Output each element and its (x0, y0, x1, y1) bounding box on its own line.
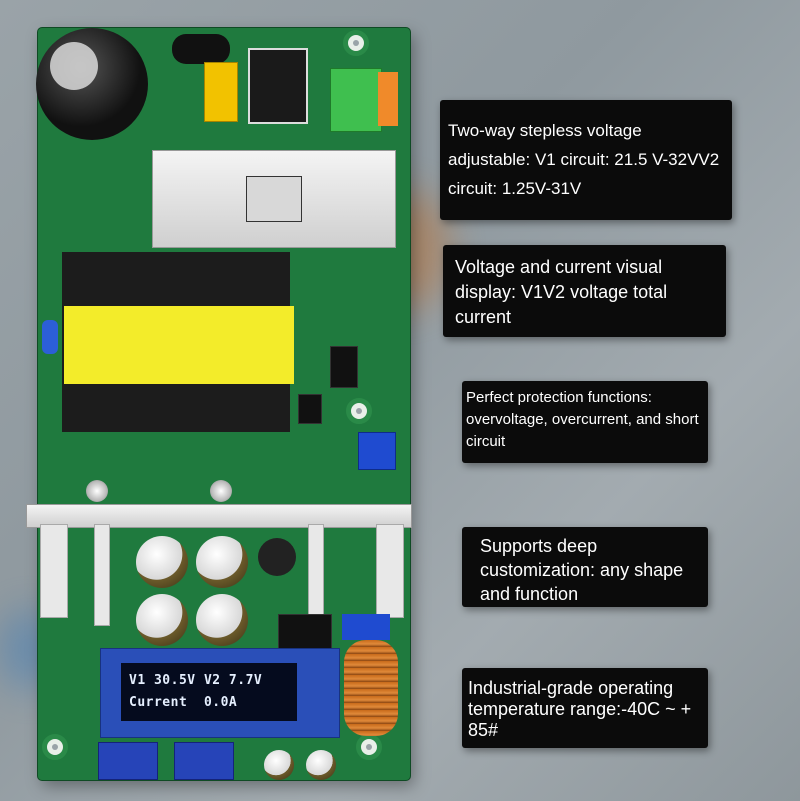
blue-terminal-block (98, 742, 158, 780)
power-supply-board (26, 28, 412, 780)
electrolytic-capacitor (36, 28, 148, 140)
callout-text: Two-way stepless voltage adjustable: V1 … (448, 121, 720, 198)
black-inductor (258, 538, 296, 576)
oled-screen: V1 30.5V V2 7.7V Current 0.0A (121, 663, 297, 721)
ic-chip (278, 614, 332, 654)
bottom-heatsink (26, 504, 412, 528)
output-capacitor (196, 536, 248, 588)
copper-inductor (344, 640, 398, 736)
mounting-hole (346, 398, 372, 424)
small-capacitor (306, 750, 336, 780)
capacitor-stripe (50, 42, 98, 90)
mounting-hole (343, 30, 369, 56)
output-capacitor (196, 594, 248, 646)
green-terminal-block (330, 68, 382, 132)
oled-line-current: Current 0.0A (129, 695, 238, 710)
screw (210, 480, 232, 502)
output-capacitor (136, 594, 188, 646)
heatsink-fin (308, 524, 324, 626)
callout-temperature: Industrial-grade operating temperature r… (462, 668, 708, 748)
transformer-tape (64, 306, 294, 384)
orange-connector (378, 72, 398, 126)
blue-potentiometer (358, 432, 396, 470)
oled-display-module: V1 30.5V V2 7.7V Current 0.0A (100, 648, 340, 738)
callout-customization: Supports deep customization: any shape a… (462, 527, 708, 607)
callout-visual-display: Voltage and current visual display: V1V2… (443, 245, 726, 337)
common-mode-choke (248, 48, 308, 124)
heatsink-fin (376, 524, 404, 618)
blue-potentiometer (342, 614, 390, 640)
blue-capacitor (42, 320, 58, 354)
ic-chip (298, 394, 322, 424)
heatsink-fin (94, 524, 110, 626)
callout-text: Supports deep customization: any shape a… (480, 536, 684, 604)
mounting-hole (42, 734, 68, 760)
black-component (172, 34, 230, 64)
mounting-hole (356, 734, 382, 760)
callout-text: Voltage and current visual display: V1V2… (455, 257, 668, 327)
output-capacitor (136, 536, 188, 588)
yellow-capacitor (204, 62, 238, 122)
blue-terminal-block (174, 742, 234, 780)
oled-line-voltage: V1 30.5V V2 7.7V (129, 673, 263, 688)
callout-protection: Perfect protection functions: overvoltag… (462, 381, 708, 463)
small-capacitor (264, 750, 294, 780)
screw (86, 480, 108, 502)
callout-text: Industrial-grade operating temperature r… (468, 678, 692, 740)
ic-chip (330, 346, 358, 388)
callout-voltage-adjustable: Two-way stepless voltage adjustable: V1 … (440, 100, 732, 220)
callout-text: Perfect protection functions: overvoltag… (466, 389, 699, 450)
power-transistor (246, 176, 302, 222)
heatsink-fin (40, 524, 68, 618)
